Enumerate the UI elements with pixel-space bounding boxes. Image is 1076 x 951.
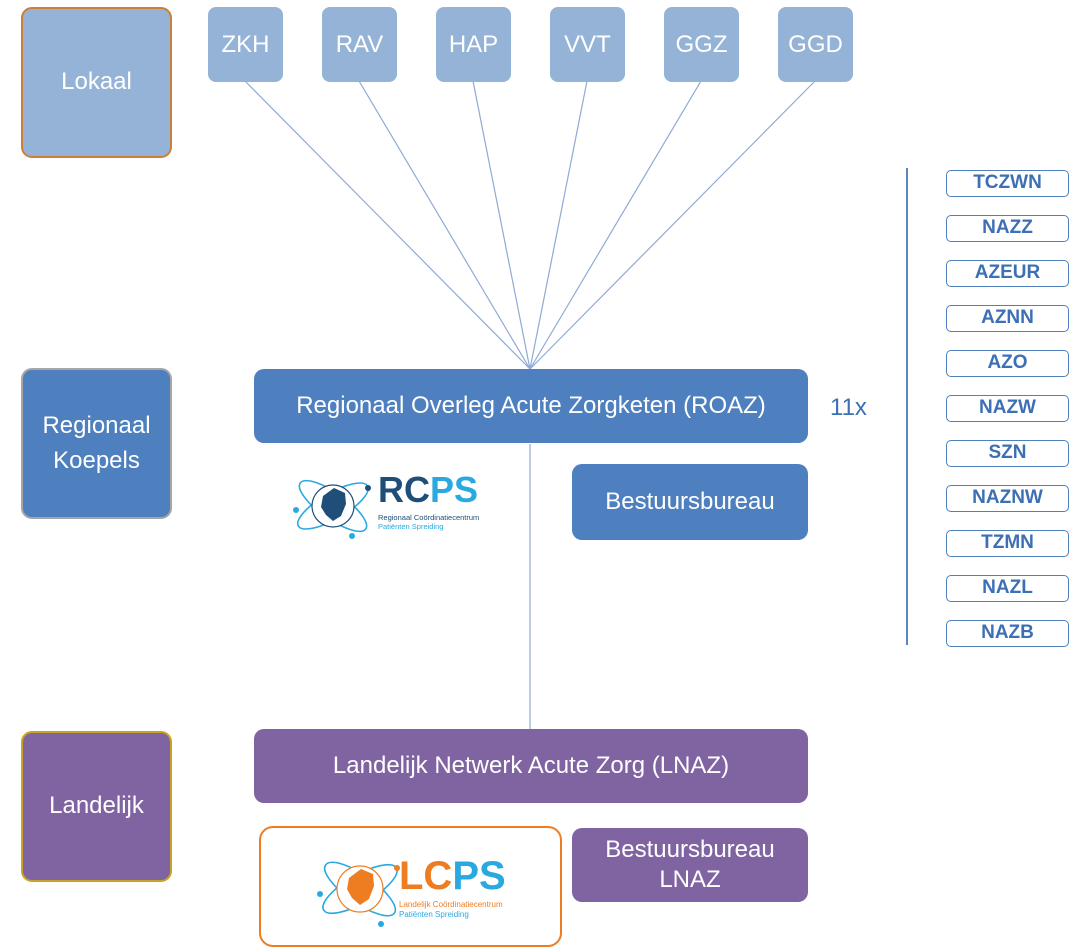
level-landelijk: Landelijk: [21, 731, 172, 882]
rcps-logo: RCPS Regionaal Coördinatiecentrum Patiën…: [290, 466, 510, 546]
region-nazw: NAZW: [946, 395, 1069, 422]
lcps-logo: LCPS Landelijk Coördinatiecentrum Patiën…: [315, 844, 535, 934]
roaz-box: Regionaal Overleg Acute Zorgketen (ROAZ): [254, 369, 808, 443]
lcps-subtitle-2: Patiënten Spreiding: [399, 910, 469, 919]
lcps-logo-frame: LCPS Landelijk Coördinatiecentrum Patiën…: [259, 826, 562, 947]
region-szn: SZN: [946, 440, 1069, 467]
connector-zkh: [244, 80, 531, 370]
level-koepels-label: Koepels: [53, 446, 140, 474]
region-nazl: NAZL: [946, 575, 1069, 602]
connector-rav: [358, 80, 531, 370]
connector-hap: [472, 80, 531, 370]
lcps-logo-ps: PS: [452, 854, 506, 898]
roaz-bestuursbureau: Bestuursbureau: [572, 464, 808, 540]
lcps-logo-lc: LC: [399, 854, 453, 898]
rcps-subtitle-2: Patiënten Spreiding: [378, 522, 444, 531]
local-unit-zkh: ZKH: [208, 7, 283, 82]
local-unit-ggd: GGD: [778, 7, 853, 82]
rcps-logo-ps: PS: [430, 469, 479, 510]
region-naznw: NAZNW: [946, 485, 1069, 512]
region-nazz: NAZZ: [946, 215, 1069, 242]
lcps-globe-icon: [317, 861, 400, 927]
connector-vvt: [529, 80, 588, 370]
lnaz-box: Landelijk Netwerk Acute Zorg (LNAZ): [254, 729, 808, 803]
rcps-globe-icon: [293, 479, 371, 539]
level-lokaal-label: Lokaal: [61, 68, 132, 96]
region-nazb: NAZB: [946, 620, 1069, 647]
region-aznn: AZNN: [946, 305, 1069, 332]
region-tzmn: TZMN: [946, 530, 1069, 557]
connector-ggd: [529, 80, 816, 370]
local-unit-hap: HAP: [436, 7, 511, 82]
lnaz-bureau-line2: LNAZ: [659, 866, 721, 893]
rcps-logo-rc: RC: [378, 469, 430, 510]
lnaz-bureau-line1: Bestuursbureau: [605, 836, 775, 863]
level-lokaal: Lokaal: [21, 7, 172, 158]
region-azeur: AZEUR: [946, 260, 1069, 287]
local-unit-vvt: VVT: [550, 7, 625, 82]
rcps-subtitle-1: Regionaal Coördinatiecentrum: [378, 513, 480, 522]
roaz-multiplier: 11x: [830, 394, 867, 421]
local-unit-ggz: GGZ: [664, 7, 739, 82]
region-azo: AZO: [946, 350, 1069, 377]
level-landelijk-label: Landelijk: [49, 792, 144, 820]
level-regionaal-koepels: Regionaal Koepels: [21, 368, 172, 519]
local-unit-rav: RAV: [322, 7, 397, 82]
level-regionaal-label: Regionaal: [42, 411, 151, 439]
lnaz-bestuursbureau: Bestuursbureau LNAZ: [572, 828, 808, 902]
connector-ggz: [529, 80, 702, 370]
region-tczwn: TCZWN: [946, 170, 1069, 197]
lcps-subtitle-1: Landelijk Coördinatiecentrum: [399, 900, 503, 909]
